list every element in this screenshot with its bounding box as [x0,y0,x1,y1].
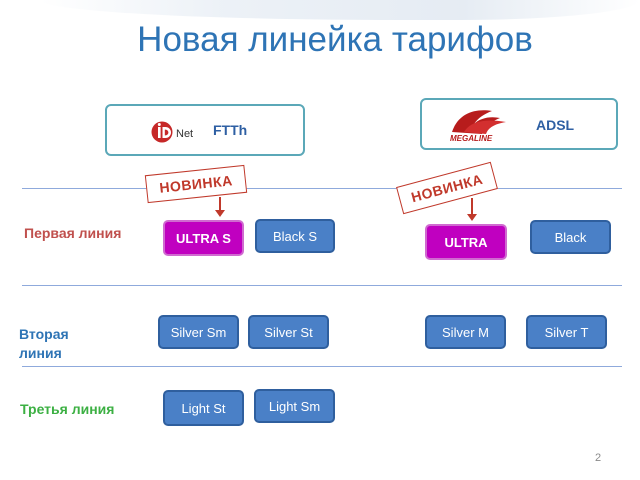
new-badge-ftth-arrow [215,197,225,217]
row-label-second: Вторая линия [19,326,69,361]
new-badge-ftth: НОВИНКА [144,164,248,204]
id-net-logo-icon: Net [151,121,193,143]
row-label-third: Третья линия [20,401,115,417]
divider-middle [22,285,622,286]
page-number: 2 [595,452,602,464]
svg-text:Net: Net [176,128,193,140]
row-label-first: Первая линия [24,225,122,241]
new-badge-adsl: НОВИНКА [396,161,498,215]
provider-ftth-box: Net FTTh [105,104,305,156]
tariff-ultra-s: ULTRA S [163,220,244,256]
provider-adsl-box: MEGALINE ADSL [420,98,618,150]
provider-ftth-label: FTTh [213,122,248,138]
tariff-silver-st: Silver St [248,315,329,349]
divider-top [22,188,622,189]
tariff-silver-m: Silver M [425,315,506,349]
tariff-silver-sm: Silver Sm [158,315,239,349]
divider-bottom [22,366,622,367]
tariff-ultra: ULTRA [425,224,507,260]
megaline-logo-icon: MEGALINE [450,110,506,143]
page-title: Новая линейка тарифов [137,20,533,59]
tariff-black-s: Black S [255,219,335,253]
decorative-header-wave [40,0,640,20]
tariff-light-sm: Light Sm [254,389,335,423]
tariff-black: Black [530,220,611,254]
svg-text:MEGALINE: MEGALINE [450,134,493,143]
tariff-light-st: Light St [163,390,244,426]
new-badge-adsl-arrow [467,198,477,221]
tariff-silver-t: Silver T [526,315,607,349]
provider-adsl-label: ADSL [536,117,575,133]
